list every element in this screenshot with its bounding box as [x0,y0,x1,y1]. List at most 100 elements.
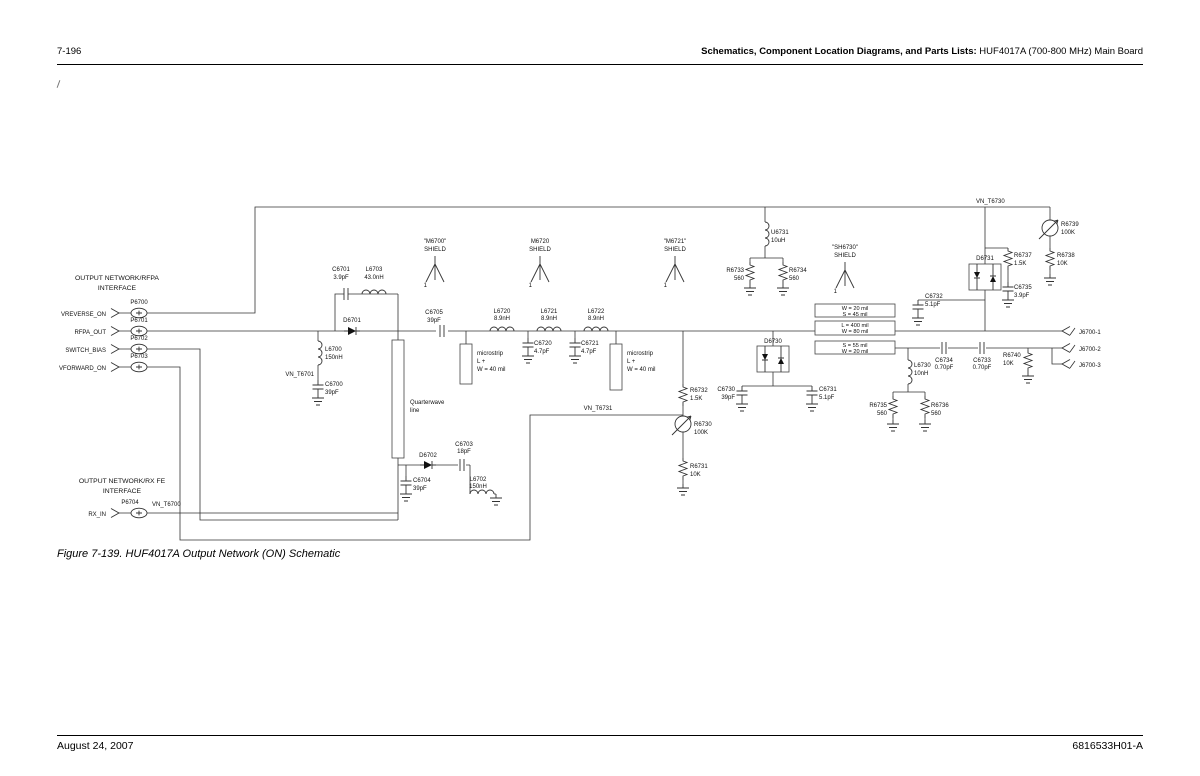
tline-box [814,320,896,336]
component-ref-label: C6700 [325,382,343,388]
component-value-label: 0.70pF [935,365,954,371]
shield-label: SHIELD [529,247,551,253]
shield-ref-label: "M6721" [664,239,687,245]
component-value-label: 560 [877,411,888,417]
net-label: VN_T6700 [152,502,181,508]
port-chevron-icon [110,362,120,372]
port-chevron-icon [110,508,120,518]
component-value-label: 5.1pF [925,302,941,308]
net-label: VN_T6730 [976,199,1005,205]
component-ref-label: D6702 [419,453,437,459]
port-chevron-icon [110,344,120,354]
tline-box [814,303,896,318]
ground-icon [311,393,325,406]
component-ref-label: R6740 [1003,353,1021,359]
ground-icon [489,493,503,506]
component-value-label: 0.70pF [973,365,992,371]
port-chevron-icon [110,326,120,336]
component-ref-label: L6722 [588,309,605,315]
ground-icon [399,489,413,502]
tline-label: L = 400 mil [841,323,868,329]
quarterwave-label: line [410,408,420,414]
capacitor-icon [806,385,818,401]
component-ref-label: R6730 [694,422,712,428]
component-ref-label: C6731 [819,387,837,393]
microstrip-label: microstrip [627,351,654,357]
ground-icon [676,483,690,496]
component-ref-label: R6732 [690,388,708,394]
pin-name-label: VREVERSE_ON [61,312,106,318]
component-value-label: 39pF [325,390,339,396]
capacitor-icon [912,299,924,315]
component-ref-label: L6702 [470,477,487,483]
connector-oval-icon [130,307,148,319]
component-ref-label: R6731 [690,464,708,470]
port-chevron-icon [1061,326,1071,336]
diode-icon [419,460,437,470]
component-value-label: 100K [694,430,708,436]
connector-label: J6700-3 [1079,363,1101,369]
shield-icon [530,255,550,283]
component-value-label: 4.7pF [534,349,550,355]
resistor-icon [1045,247,1055,271]
component-value-label: 560 [734,276,745,282]
header-title: Schematics, Component Location Diagrams,… [701,46,1143,57]
inductor-icon [489,326,515,332]
component-ref-label: C6730 [717,387,735,393]
resistor-icon [678,457,688,481]
capacitor-icon [569,337,581,353]
header-board-title: HUF4017A (700-800 MHz) Main Board [976,46,1143,57]
ground-icon [1021,371,1035,384]
component-ref-label: C6720 [534,341,552,347]
shield-ref-label: "M6700" [424,239,447,245]
component-ref-label: C6735 [1014,285,1032,291]
ground-icon [776,283,790,296]
resistor-icon [1023,349,1033,373]
thermistor-icon [671,415,692,436]
shield-pin-label: 1 [834,289,838,295]
microstrip-label: W = 40 mil [627,367,656,373]
footer-date: August 24, 2007 [57,740,134,752]
resistor-icon [745,261,755,285]
page-number: 7-196 [57,46,82,57]
shield-pin-label: 1 [424,283,428,289]
series-capacitor-plates [343,288,985,471]
figure-caption: Figure 7-139. HUF4017A Output Network (O… [57,548,341,560]
component-value-label: 1.5K [690,396,702,402]
inductor-icon [907,359,913,385]
microstrip-label: L + [627,359,636,365]
shield-ref-label: M6720 [531,239,550,245]
shield-pin-label: 1 [529,283,533,289]
component-value-label: 10nH [914,371,928,377]
shield-icon [835,261,855,289]
component-value-label: 150nH [325,355,343,361]
diode-icon [343,326,361,336]
port-chevron-icon [110,308,120,318]
footer-part-number: 6816533H01-A [1072,740,1143,752]
component-ref-label: R6734 [789,268,807,274]
component-value-label: 39pF [721,395,735,401]
header-section-title: Schematics, Component Location Diagrams,… [701,46,977,57]
inductor-icon [361,289,387,295]
component-ref-label: C6704 [413,478,431,484]
ground-icon [568,351,582,364]
ground-icon [911,313,925,326]
rfpa-interface-title: OUTPUT NETWORK/RFPA [75,275,159,282]
component-value-label: 150nH [469,484,487,490]
connector-oval-icon [130,343,148,355]
component-ref-label: R6739 [1061,222,1079,228]
tline-label: S = 45 mil [842,312,867,318]
tline-label: W = 20 mil [842,349,869,355]
tline-box [814,340,896,355]
component-value-label: 10K [1057,261,1068,267]
page-header: 7-196 Schematics, Component Location Dia… [57,46,1143,57]
ground-icon [521,351,535,364]
component-ref-label: R6735 [869,403,887,409]
shield-label: SHIELD [834,253,856,259]
component-ref-label: C6703 [455,442,473,448]
tline-label: W = 80 mil [842,329,869,335]
ground-icon [1043,273,1057,286]
component-ref-label: C6733 [973,358,991,364]
component-ref-label: L6721 [541,309,558,315]
pin-name-label: RFPA_OUT [74,330,106,336]
